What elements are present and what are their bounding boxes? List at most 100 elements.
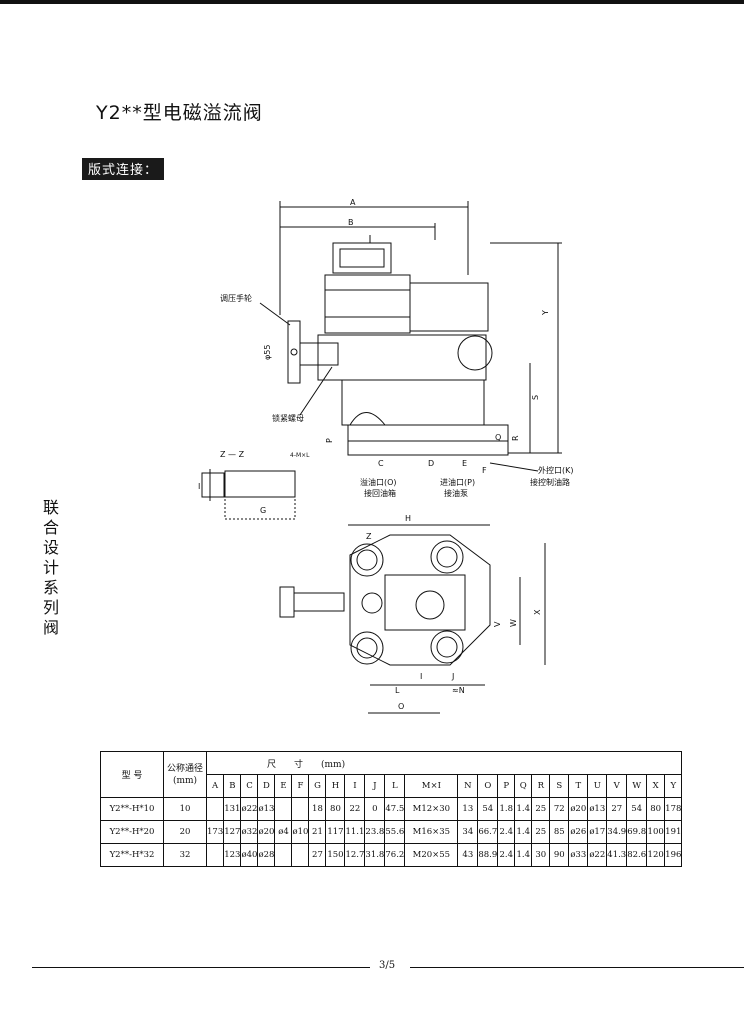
dim-o-label: O (398, 702, 404, 711)
table-cell: 88.9 (477, 843, 499, 867)
column-header: J (364, 774, 386, 798)
table-cell: 82.6 (626, 843, 648, 867)
table-cell: ø40 (240, 843, 259, 867)
table-cell: ø22 (587, 843, 608, 867)
table-cell: 120 (646, 843, 666, 867)
table-cell: ø20 (257, 820, 276, 844)
table-cell: M12×30 (404, 797, 459, 821)
dim-s-label: S (531, 395, 540, 400)
top-view: H Z V W X I J L ≈N O (279, 514, 546, 714)
table-cell: 25 (531, 797, 551, 821)
table-cell: 131 (223, 797, 242, 821)
pilot-sub-label: 接控制油路 (530, 477, 570, 487)
column-header: E (274, 774, 293, 798)
column-header: D (257, 774, 276, 798)
table-cell: 1.4 (514, 820, 533, 844)
table-cell: 150 (325, 843, 346, 867)
table-cell: ø32 (240, 820, 259, 844)
section-tag: 版式连接： (82, 158, 165, 180)
side-char: 设 (42, 538, 59, 557)
dim-n-label: ≈N (452, 686, 465, 695)
table-cell: 178 (664, 797, 683, 821)
dim-d-label: D (428, 459, 434, 468)
column-header: X (646, 774, 666, 798)
column-header: B (223, 774, 242, 798)
table-cell: 11.1 (344, 820, 366, 844)
row-model: Y2**-H*32 (100, 843, 164, 867)
table-cell: ø17 (587, 820, 608, 844)
table-cell: 43 (457, 843, 479, 867)
table-cell: ø20 (568, 797, 589, 821)
column-header: N (457, 774, 479, 798)
table-cell: 27 (308, 843, 327, 867)
dim-v-label: V (493, 621, 502, 627)
table-cell: 41.3 (606, 843, 628, 867)
table-cell: 18 (308, 797, 327, 821)
table-cell (205, 843, 225, 867)
column-header: O (477, 774, 499, 798)
table-cell: 25 (531, 820, 551, 844)
table-cell: 2.4 (497, 843, 516, 867)
table-cell (274, 797, 293, 821)
column-header: M×I (404, 774, 459, 798)
table-cell: 54 (626, 797, 648, 821)
column-header: W (626, 774, 648, 798)
table-cell: ø28 (257, 843, 276, 867)
column-header: G (308, 774, 327, 798)
inlet-sub-label: 接油泵 (444, 488, 468, 498)
table-cell: ø13 (257, 797, 276, 821)
row-model: Y2**-H*20 (100, 820, 164, 844)
dim-e-label: E (462, 459, 467, 468)
section-zz-label: Z — Z (220, 450, 245, 459)
table-cell: 34.9 (606, 820, 628, 844)
column-header: C (240, 774, 259, 798)
table-cell: 117 (325, 820, 346, 844)
column-header: A (205, 774, 225, 798)
column-header: Y (664, 774, 683, 798)
dim-x-label: X (533, 609, 542, 615)
table-cell: 1.8 (497, 797, 516, 821)
table-cell: 80 (325, 797, 346, 821)
dim-f-label: F (482, 466, 487, 475)
table-cell: 13 (457, 797, 479, 821)
table-cell: 76.2 (384, 843, 406, 867)
row-nominal: 10 (163, 797, 207, 821)
table-cell: 54 (477, 797, 499, 821)
header-nominal: 公称通径 (mm) (163, 751, 207, 798)
header-nominal-text: 公称通径 (166, 763, 203, 774)
table-cell: 72 (549, 797, 570, 821)
overflow-sub-label: 接回油箱 (364, 488, 396, 498)
table-cell: 127 (223, 820, 242, 844)
page-number: 3/5 (379, 960, 396, 971)
dim-g-label: G (260, 506, 266, 515)
table-cell (274, 843, 293, 867)
table-cell: 23.8 (364, 820, 386, 844)
column-header: F (291, 774, 310, 798)
table-cell: 31.8 (364, 843, 386, 867)
dim-i-side-label: I (198, 482, 200, 491)
header-unit-text: (mm) (172, 775, 198, 786)
table-cell: 1.4 (514, 843, 533, 867)
dim-q-label: Q (495, 433, 501, 442)
table-cell: 196 (664, 843, 683, 867)
column-header: T (568, 774, 589, 798)
bolt-label: 4-M×L (290, 452, 310, 459)
table-cell: 100 (646, 820, 666, 844)
side-char: 合 (42, 518, 59, 537)
table-cell: 22 (344, 797, 366, 821)
table-cell: 80 (646, 797, 666, 821)
dim-c-label: C (378, 459, 384, 468)
table-cell: 123 (223, 843, 242, 867)
dim-b-label: B (348, 218, 354, 227)
dim-y-label: Y (541, 310, 550, 316)
dim-p-label: P (325, 438, 334, 443)
row-nominal: 20 (163, 820, 207, 844)
table-cell: ø22 (240, 797, 259, 821)
table-cell: 47.5 (384, 797, 406, 821)
table-cell: ø10 (291, 820, 310, 844)
